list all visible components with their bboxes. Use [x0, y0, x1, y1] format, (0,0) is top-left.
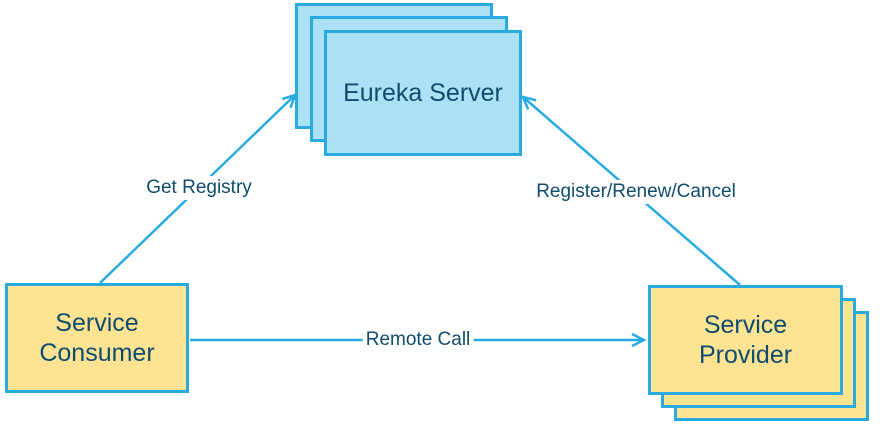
- edge-label-remote-call: Remote Call: [362, 328, 474, 352]
- edge-label-register-renew-cancel: Register/Renew/Cancel: [533, 180, 739, 204]
- service-consumer-label: Service Consumer: [39, 309, 155, 367]
- service-provider-label: Service Provider: [698, 311, 793, 369]
- eureka-server-node: Eureka Server: [324, 30, 522, 156]
- edge-label-get-registry: Get Registry: [143, 176, 255, 200]
- eureka-server-label: Eureka Server: [343, 79, 503, 107]
- service-consumer-node: Service Consumer: [5, 283, 189, 393]
- service-provider-node: Service Provider: [648, 285, 843, 395]
